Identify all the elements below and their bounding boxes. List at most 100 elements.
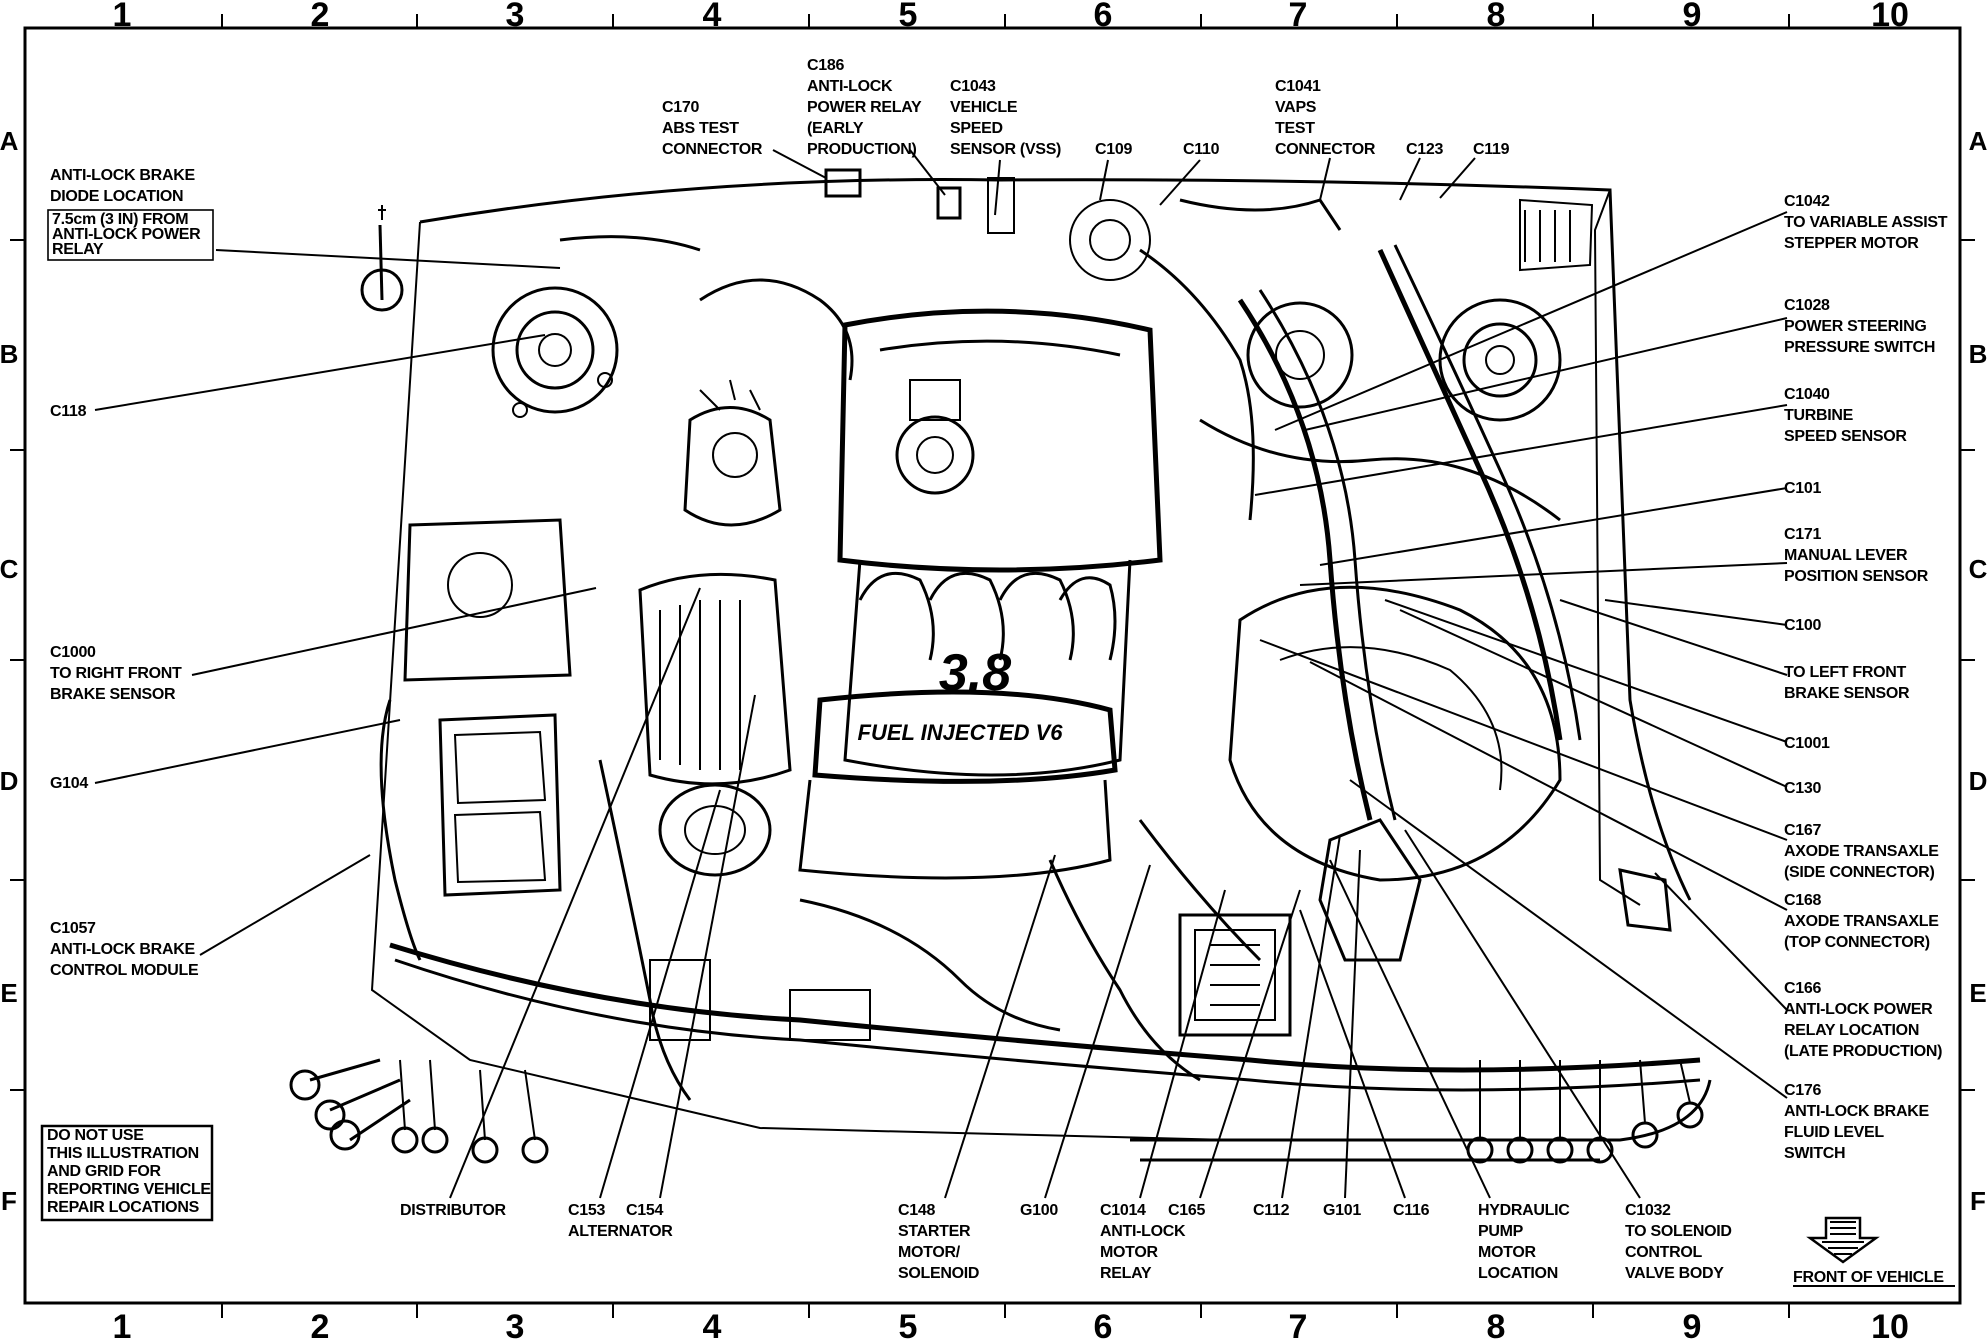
front-arrow-hatch [1822,1221,1864,1255]
label-line: ANTI-LOCK POWER [1784,1001,1933,1018]
callout-c168: C168 AXODE TRANSAXLE (TOP CONNECTOR) [1784,892,1940,951]
label-line: REPAIR LOCATIONS [47,1199,200,1216]
label-g104: G104 [50,775,88,792]
label-line: 7.5cm (3 IN) FROM [52,211,188,228]
label-line: TEST [1275,120,1315,137]
callout-c1042: C1042 TO VARIABLE ASSIST STEPPER MOTOR [1784,193,1948,252]
label-line: C168 [1784,892,1821,909]
label-line: BRAKE SENSOR [50,686,176,703]
label-line: POSITION SENSOR [1784,568,1929,585]
diode-note-box [47,209,214,261]
label-line: REPORTING VEHICLE [47,1181,211,1198]
grid-col-label: 5 [899,0,918,34]
label-line: RELAY [52,241,104,258]
grid-ticks [10,14,1975,1318]
label-line: TO LEFT FRONT [1784,664,1907,681]
label-line: ANTI-LOCK [1100,1223,1186,1240]
label-line: SPEED SENSOR [1784,428,1907,445]
label-line: AND GRID FOR [47,1163,161,1180]
callout-left-front-brake-sensor: TO LEFT FRONT BRAKE SENSOR [1784,664,1910,702]
label-g101: G101 [1323,1202,1361,1219]
label-line: ANTI-LOCK BRAKE [50,167,195,184]
label-line: C171 [1784,526,1821,543]
grid-col-label: 2 [311,0,330,34]
label-line: HYDRAULIC [1478,1202,1570,1219]
label-line: BRAKE SENSOR [1784,685,1910,702]
label-line: RELAY LOCATION [1784,1022,1919,1039]
label-line: C176 [1784,1082,1821,1099]
label-line: TO RIGHT FRONT [50,665,182,682]
callout-c1032: C1032 TO SOLENOID CONTROL VALVE BODY [1625,1202,1732,1282]
engine-cover-text: FUEL INJECTED V6 [858,720,1064,745]
grid-col-label: 2 [311,1308,330,1344]
callout-c153-alternator: C153 ALTERNATOR [568,1202,674,1240]
label-line: C1028 [1784,297,1830,314]
label-line: C1057 [50,920,96,937]
label-line: POWER RELAY [807,99,922,116]
label-c101: C101 [1784,480,1821,497]
label-line: MOTOR [1478,1244,1537,1261]
label-distributor: DISTRIBUTOR [400,1202,506,1219]
label-line: C153 [568,1202,605,1219]
label-line: THIS ILLUSTRATION [47,1145,199,1162]
grid-col-label: 8 [1487,1308,1506,1344]
callout-c1014: C1014 ANTI-LOCK MOTOR RELAY [1100,1202,1186,1282]
callout-c166: C166 ANTI-LOCK POWER RELAY LOCATION (LAT… [1784,980,1942,1060]
label-line: C186 [807,57,844,74]
grid-col-label: 9 [1683,1308,1702,1344]
label-c154: C154 [626,1202,663,1219]
grid-column-labels: 1 2 3 4 5 6 7 8 9 10 1 2 3 4 5 6 7 8 9 1… [113,0,1909,1344]
grid-row-label: F [1970,1186,1986,1216]
label-c116: C116 [1393,1202,1430,1219]
label-line: LOCATION [1478,1265,1558,1282]
label-line: SENSOR (VSS) [950,141,1061,158]
callout-c167: C167 AXODE TRANSAXLE (SIDE CONNECTOR) [1784,822,1940,881]
label-line: C148 [898,1202,935,1219]
leader-lines [94,149,1788,1199]
label-line: TO SOLENOID [1625,1223,1732,1240]
grid-row-label: B [0,339,18,369]
label-line: SOLENOID [898,1265,979,1282]
callout-c1043: C1043 VEHICLE SPEED SENSOR (VSS) [950,78,1061,158]
label-line: STARTER [898,1223,971,1240]
label-line: CONNECTOR [1275,141,1376,158]
callout-c1028: C1028 POWER STEERING PRESSURE SWITCH [1784,297,1935,356]
label-line: DO NOT USE [47,1127,144,1144]
label-line: SPEED [950,120,1003,137]
grid-col-label: 8 [1487,0,1506,34]
label-line: ABS TEST [662,120,739,137]
grid-row-label: A [0,126,19,156]
grid-col-label: 7 [1289,0,1308,34]
label-line: POWER STEERING [1784,318,1926,335]
callout-c1041: C1041 VAPS TEST CONNECTOR [1275,78,1376,158]
grid-row-label: E [0,978,17,1008]
label-line: VEHICLE [950,99,1018,116]
label-c130: C130 [1784,780,1821,797]
label-c110: C110 [1183,141,1220,158]
label-line: C167 [1784,822,1821,839]
callout-c170: C170 ABS TEST CONNECTOR [662,99,763,158]
label-line: ANTI-LOCK [807,78,893,95]
grid-col-label: 3 [506,0,525,34]
label-c112: C112 [1253,1202,1290,1219]
label-line: TURBINE [1784,407,1854,424]
label-line: C1042 [1784,193,1830,210]
label-line: PRESSURE SWITCH [1784,339,1935,356]
label-line: (TOP CONNECTOR) [1784,934,1930,951]
label-line: TO VARIABLE ASSIST [1784,214,1948,231]
grid-col-label: 4 [703,0,722,34]
label-line: C1043 [950,78,996,95]
front-arrow-icon [1806,1216,1880,1264]
grid-col-label: 5 [899,1308,918,1344]
label-line: AXODE TRANSAXLE [1784,913,1939,930]
label-line: C1041 [1275,78,1321,95]
label-line: DIODE LOCATION [50,188,183,205]
label-line: (SIDE CONNECTOR) [1784,864,1934,881]
grid-col-label: 9 [1683,0,1702,34]
label-c109: C109 [1095,141,1132,158]
grid-row-label: B [1969,339,1988,369]
disclaimer-border [40,1124,214,1222]
grid-row-labels: A B C D E F A B C D E F [0,126,1988,1216]
grid-row-label: E [1969,978,1986,1008]
